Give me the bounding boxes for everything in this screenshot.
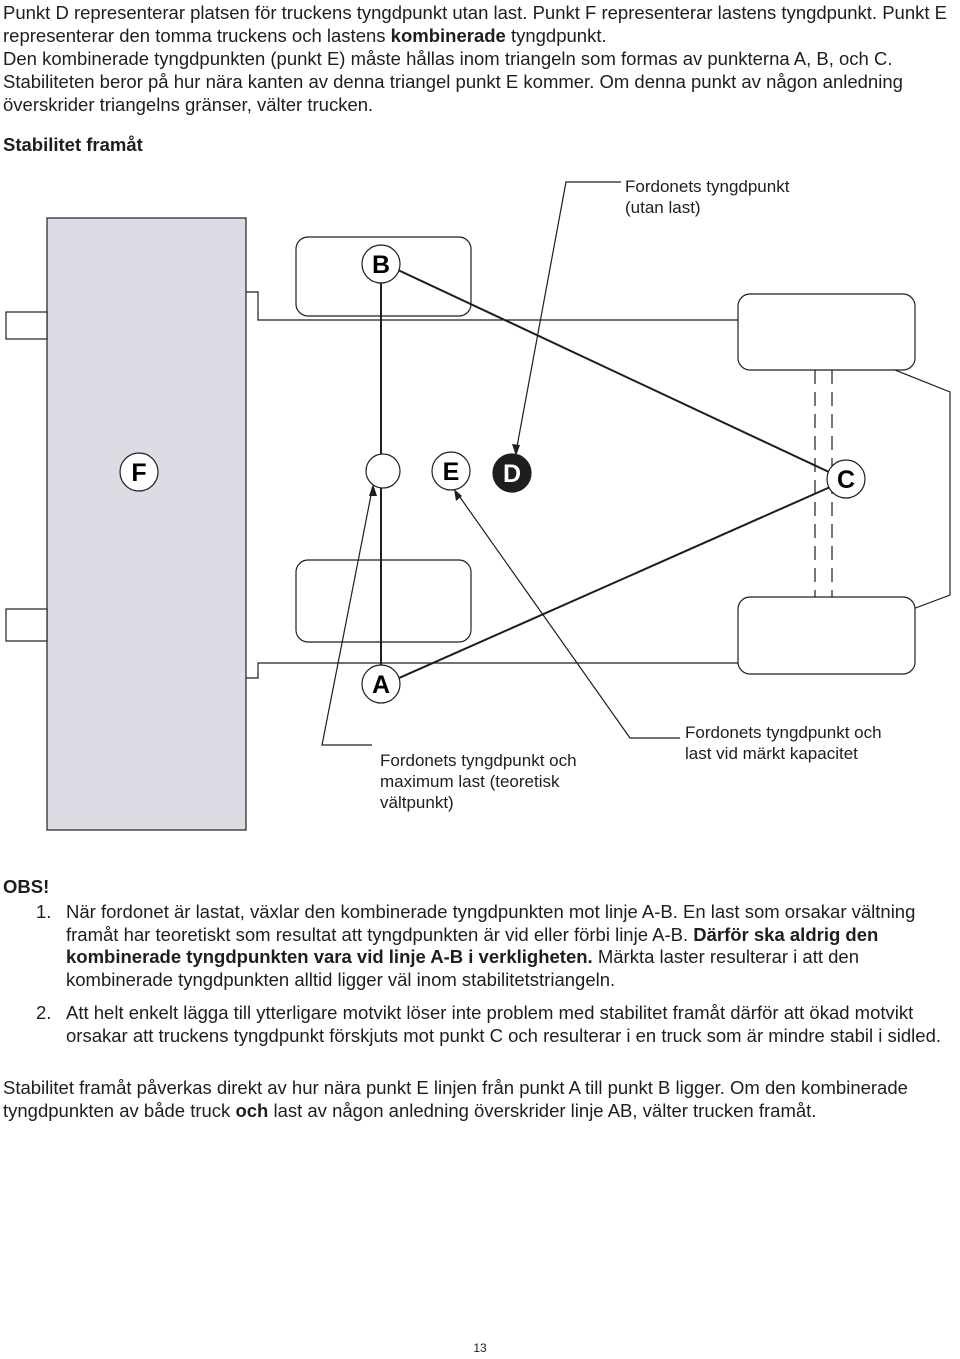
fork-tab-bottom [5, 608, 48, 642]
closing-text-a: Stabilitet framåt påverkas direkt av hur… [3, 1077, 908, 1121]
note-item-1-bold: Därför ska aldrig den kombinerade tyngdp… [66, 923, 879, 968]
point-d-label: D [503, 460, 521, 488]
callout-arrow-top [512, 444, 520, 456]
callout-bottom-right: Fordonets tyngdpunkt och last vid märkt … [685, 722, 882, 764]
point-empty-circle [365, 453, 401, 489]
intro-p1-end: tyngdpunkt. [505, 25, 607, 46]
point-d: D [492, 453, 532, 493]
point-f-label: F [131, 459, 146, 487]
truck-outline [246, 291, 951, 679]
point-f: F [119, 452, 159, 492]
callout-bottom-left-line1: Fordonets tyngdpunkt och [380, 751, 577, 770]
callout-line-bottom-left [321, 489, 373, 746]
callout-line-top [515, 181, 621, 453]
section-title: Stabilitet framåt [3, 134, 143, 155]
note-item-2-text: Att helt enkelt lägga till ytterligare m… [66, 1002, 942, 1046]
callout-bottom-left-line2: maximum last (teoretisk [380, 772, 560, 791]
note-item-1-text-a: När fordonet är lastat, växlar den kombi… [66, 901, 916, 945]
callout-top-line1: Fordonets tyngdpunkt [625, 177, 790, 196]
point-a-label: A [372, 671, 390, 699]
callout-top-line2: (utan last) [625, 198, 701, 217]
point-b-label: B [372, 251, 390, 279]
closing-text-b: last av någon anledning överskrider linj… [268, 1099, 817, 1121]
note-item-1-number: 1. [36, 901, 52, 922]
intro-p1-text: Punkt D representerar platsen för trucke… [3, 2, 948, 46]
point-c: C [826, 459, 866, 499]
callout-arrow-bottom-left [369, 484, 377, 496]
note-title: OBS! [3, 876, 50, 897]
note-item-1: 1. När fordonet är lastat, växlar den ko… [3, 901, 948, 991]
rear-wheel-bottom [737, 596, 916, 675]
closing-bold: och [235, 1099, 269, 1121]
stability-diagram: B F E D C A [5, 181, 951, 831]
callout-top: Fordonets tyngdpunkt (utan last) [625, 176, 789, 218]
note-list: 1. När fordonet är lastat, växlar den ko… [3, 901, 948, 1058]
callout-bottom-left: Fordonets tyngdpunkt och maximum last (t… [380, 750, 577, 813]
page-number: 13 [473, 1341, 487, 1355]
load-block [46, 217, 247, 831]
point-b: B [361, 244, 401, 284]
callout-bottom-right-line2: last vid märkt kapacitet [685, 744, 858, 763]
note-item-1-text-b: Märkta laster resulterar i att den kombi… [66, 946, 859, 990]
point-e-label: E [443, 458, 460, 486]
note-item-2: 2. Att helt enkelt lägga till ytterligar… [3, 1002, 948, 1047]
point-e: E [431, 451, 471, 491]
callout-bottom-left-line3: vältpunkt) [380, 793, 454, 812]
closing-paragraph: Stabilitet framåt påverkas direkt av hur… [3, 1077, 953, 1122]
callout-bottom-right-line1: Fordonets tyngdpunkt och [685, 723, 882, 742]
front-wheel-bottom [295, 559, 472, 643]
note-item-2-number: 2. [36, 1002, 52, 1023]
intro-p1-bold: kombinerade [390, 25, 506, 46]
intro-text: Punkt D representerar platsen för trucke… [3, 1, 953, 116]
point-a: A [361, 664, 401, 704]
rear-wheel-top [737, 293, 916, 371]
intro-paragraph-2: Den kombinerade tyngdpunkten (punkt E) m… [3, 48, 903, 115]
point-c-label: C [837, 466, 855, 494]
intro-paragraph-1: Punkt D representerar platsen för trucke… [3, 1, 953, 47]
callout-line-bottom-right [456, 492, 680, 739]
callout-arrow-bottom-right [454, 489, 462, 501]
fork-tab-top [5, 311, 48, 340]
